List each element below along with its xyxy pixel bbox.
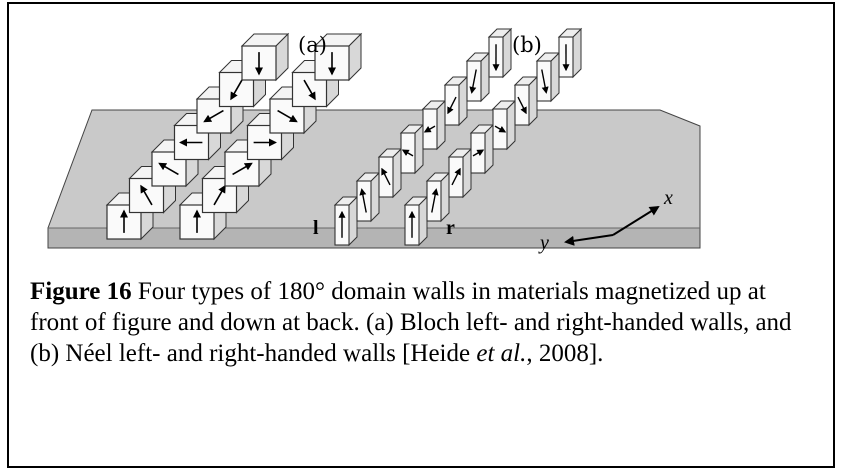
neel-plate — [469, 123, 495, 175]
caption-italic: et al. — [476, 340, 527, 367]
neel-plate — [487, 27, 513, 79]
neel-plate — [465, 51, 491, 103]
neel-plate — [447, 147, 473, 199]
caption-text: Four types of 180° domain walls in mater… — [30, 278, 792, 367]
caption-text-end: , 2008]. — [526, 340, 604, 367]
neel-plate — [491, 99, 517, 151]
caption-label: Figure 16 — [30, 278, 132, 305]
domain-wall-figure: (a) (b) l r x y — [47, 27, 701, 254]
neel-plate — [421, 99, 447, 151]
axis-label-x: x — [663, 187, 673, 209]
neel-plate — [403, 195, 429, 247]
panel-label-b: (b) — [512, 33, 542, 57]
coordinate-axes: x y — [538, 187, 673, 254]
neel-plate — [443, 75, 469, 127]
neel-plate — [399, 123, 425, 175]
neel-plate — [557, 27, 583, 79]
neel-plate — [425, 171, 451, 223]
panel-label-a: (a) — [298, 33, 327, 57]
neel-plate — [377, 147, 403, 199]
axis-label-y: y — [538, 232, 549, 254]
neel-plate — [535, 51, 561, 103]
wall-label-r: r — [446, 217, 455, 239]
bloch-cube — [313, 32, 363, 82]
bloch-cube — [240, 32, 290, 82]
spin-blocks — [105, 27, 583, 247]
figure-caption: Figure 16 Four types of 180° domain wall… — [30, 276, 820, 369]
neel-plate — [513, 75, 539, 127]
neel-plate — [333, 195, 359, 247]
neel-plate — [355, 171, 381, 223]
wall-label-l: l — [313, 217, 319, 239]
